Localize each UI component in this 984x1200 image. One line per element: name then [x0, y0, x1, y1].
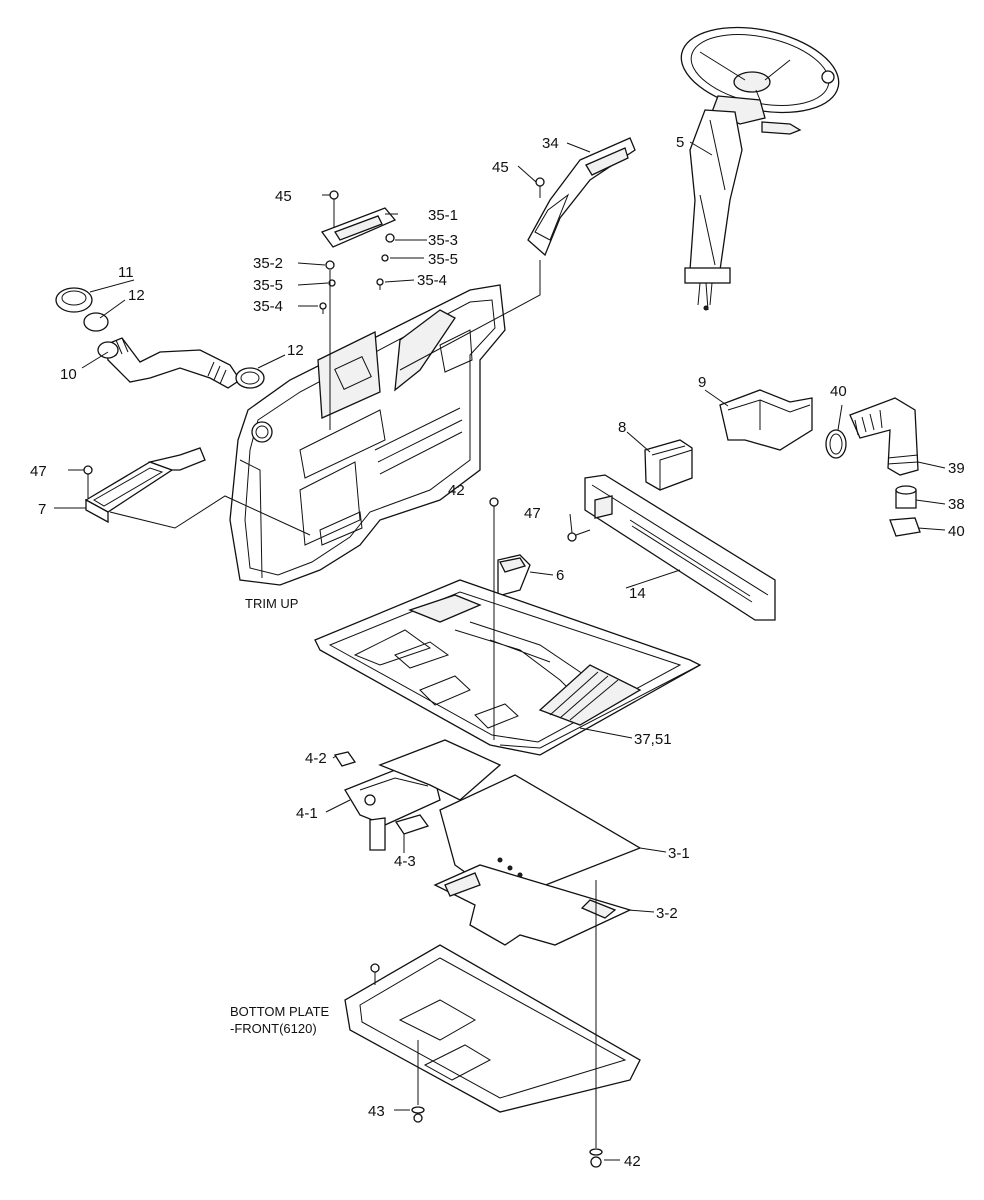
- switch-panel-part-35: [319, 190, 397, 314]
- label-35-4-left: 35-4: [253, 298, 283, 315]
- label-35-4-right: 35-4: [417, 272, 447, 289]
- label-12-top: 12: [128, 287, 145, 304]
- floor-mat-part-3-2: [433, 864, 632, 946]
- label-5: 5: [676, 134, 684, 151]
- console-part-34: [527, 137, 636, 257]
- label-38: 38: [948, 496, 965, 513]
- label-9: 9: [698, 374, 706, 391]
- bolt-part-43: [411, 1085, 425, 1123]
- bracket-part-6: [489, 497, 531, 597]
- rear-trim-panel: [229, 284, 506, 586]
- label-4-2: 4-2: [305, 750, 327, 767]
- label-42-bottom: 42: [624, 1153, 641, 1170]
- label-47-left: 47: [30, 463, 47, 480]
- label-42-top: 42: [448, 482, 465, 499]
- bolt-part-42-bottom: [589, 1148, 603, 1168]
- label-3-1: 3-1: [668, 845, 690, 862]
- label-6: 6: [556, 567, 564, 584]
- label-45-left: 45: [275, 188, 292, 205]
- label-4-1: 4-1: [296, 805, 318, 822]
- vent-part-7: [83, 447, 206, 524]
- floor-mat-part-37-51: [314, 579, 702, 756]
- steering-column-part-5: [680, 26, 840, 311]
- label-35-5-left: 35-5: [253, 277, 283, 294]
- duct-elbow-part-9: [719, 389, 813, 451]
- label-47-right: 47: [524, 505, 541, 522]
- louver-panel-part-14: [567, 474, 776, 621]
- label-10: 10: [60, 366, 77, 383]
- label-35-3: 35-3: [428, 232, 458, 249]
- label-34: 34: [542, 135, 559, 152]
- part-labels: 5 34 45 45 35-1 35-3 35-2 35-5 35-5 35-4…: [30, 134, 965, 1170]
- label-40-bottom: 40: [948, 523, 965, 540]
- label-45-right: 45: [492, 159, 509, 176]
- pipe-part-39: [825, 397, 921, 537]
- label-35-5-right: 35-5: [428, 251, 458, 268]
- label-bottom-plate-front: -FRONT(6120): [230, 1021, 317, 1036]
- label-11: 11: [118, 264, 134, 281]
- label-8: 8: [618, 419, 626, 436]
- air-duct-part-10: [55, 287, 265, 389]
- label-14: 14: [629, 585, 646, 602]
- bottom-plate: [344, 944, 641, 1113]
- label-43: 43: [368, 1103, 385, 1120]
- label-4-3: 4-3: [394, 853, 416, 870]
- label-35-2: 35-2: [253, 255, 283, 272]
- label-37-51: 37,51: [634, 731, 672, 748]
- label-40-top: 40: [830, 383, 847, 400]
- label-35-1: 35-1: [428, 207, 458, 224]
- label-39: 39: [948, 460, 965, 477]
- label-7: 7: [38, 501, 46, 518]
- duct-adapter-part-8: [644, 439, 693, 491]
- plate-part-4-3: [394, 814, 430, 835]
- clip-part-4-2: [333, 751, 357, 767]
- label-3-2: 3-2: [656, 905, 678, 922]
- label-bottom-plate: BOTTOM PLATE: [230, 1004, 330, 1019]
- leader-lines: [54, 141, 946, 1161]
- label-12-right: 12: [287, 342, 304, 359]
- floor-bracket-part-4-1: [344, 769, 441, 851]
- floor-cover-part-4: [378, 739, 502, 801]
- label-trim-up: TRIM UP: [245, 596, 298, 611]
